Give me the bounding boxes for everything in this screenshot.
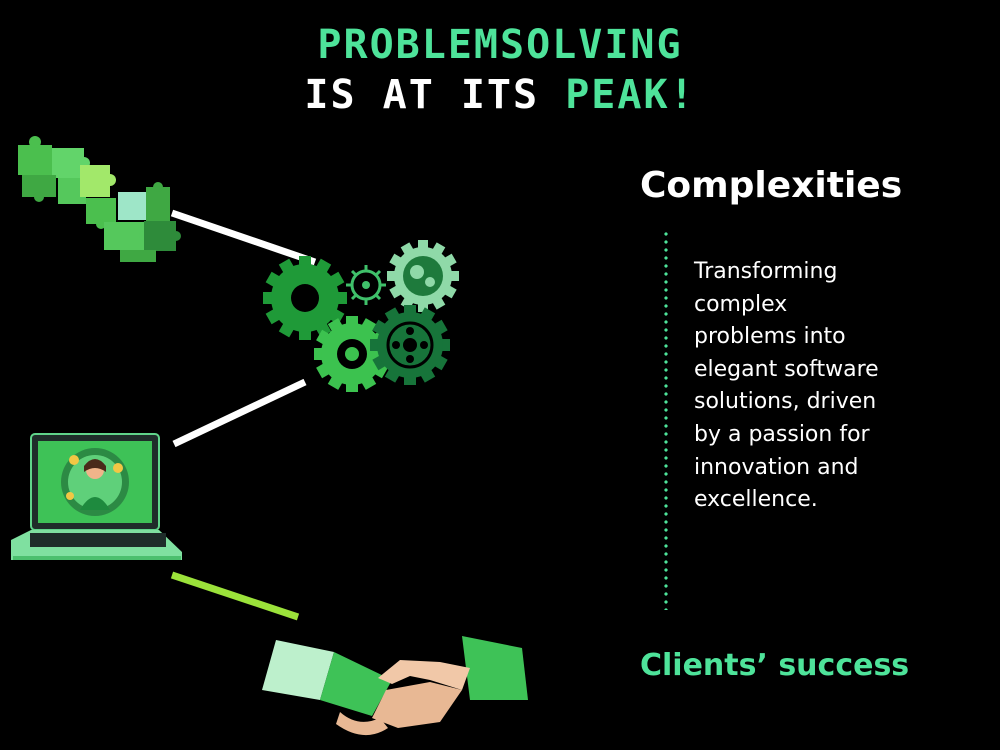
title-line-2: IS AT ITS PEAK!	[0, 72, 1000, 118]
title-line-1: PROBLEMSOLVING	[317, 22, 683, 68]
title-line-2-green: PEAK!	[565, 72, 696, 118]
connector-laptop-handshake	[170, 571, 300, 621]
connector-puzzle-gears	[170, 209, 317, 266]
gears-icon	[263, 240, 459, 392]
puzzle-pieces-icon	[18, 136, 181, 262]
connector-gears-laptop	[172, 378, 307, 448]
handshake-icon	[262, 636, 528, 736]
laptop-icon	[11, 433, 182, 560]
title-line-2-white: IS AT ITS	[304, 72, 540, 118]
dotted-divider	[664, 230, 668, 610]
description-text: Transforming complex problems into elega…	[694, 259, 879, 513]
footer-text: Clients’ success	[640, 648, 910, 683]
section-heading: Complexities	[640, 165, 903, 206]
